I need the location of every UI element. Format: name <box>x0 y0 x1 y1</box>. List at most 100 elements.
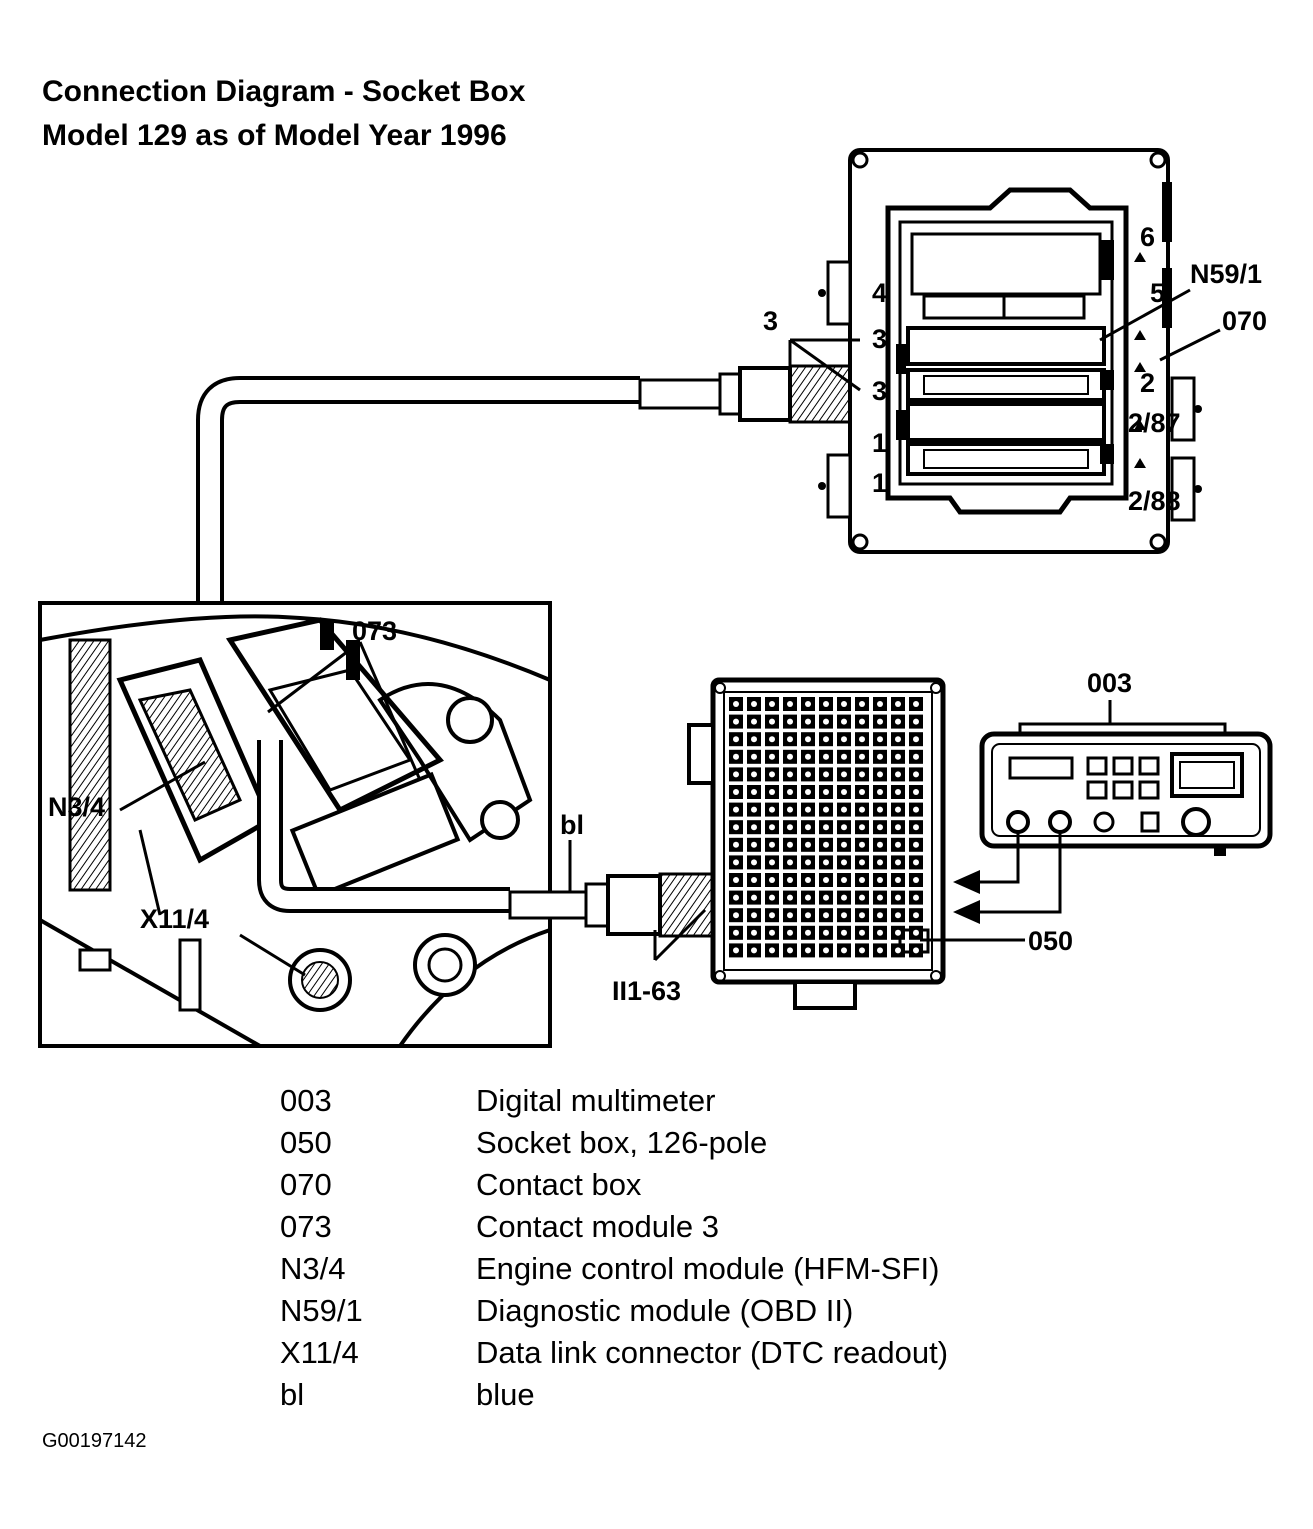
socket-pin-hole <box>877 859 883 866</box>
socket-pin-hole <box>769 806 775 813</box>
socket-pin-hole <box>913 894 919 901</box>
socket-box-050 <box>687 677 946 1010</box>
socket-pin-hole <box>913 753 919 760</box>
socket-pin-hole <box>823 771 829 778</box>
callout-073: 073 <box>352 616 397 646</box>
socket-pin-hole <box>823 753 829 760</box>
socket-pin-hole <box>733 753 739 760</box>
legend-code: N59/1 <box>280 1293 363 1328</box>
legend-code: 073 <box>280 1209 332 1244</box>
socket-pin-hole <box>787 877 793 883</box>
socket-pin-hole <box>841 894 847 901</box>
pin-mark-6: 6 <box>1140 222 1155 252</box>
socket-pin-hole <box>769 701 775 707</box>
socket-pin-hole <box>733 789 739 795</box>
legend-code: N3/4 <box>280 1251 346 1286</box>
socket-pin-hole <box>787 753 793 760</box>
pin-mark-3a: 3 <box>872 324 887 354</box>
socket-pin-hole <box>859 894 865 901</box>
socket-pin-hole <box>913 824 919 831</box>
socket-pin-hole <box>751 718 757 725</box>
title-line-2: Model 129 as of Model Year 1996 <box>42 119 507 152</box>
socket-pin-hole <box>841 753 847 760</box>
pin-mark-2: 2 <box>1140 368 1155 398</box>
socket-pin-hole <box>733 859 739 866</box>
socket-pin-hole <box>859 947 865 954</box>
socket-pin-hole <box>859 771 865 778</box>
socket-pin-hole <box>913 912 919 919</box>
socket-pin-hole <box>751 859 757 866</box>
socket-pin-hole <box>895 877 901 883</box>
title-line-1: Connection Diagram - Socket Box <box>42 75 526 108</box>
socket-pin-hole <box>859 806 865 813</box>
socket-pin-hole <box>841 859 847 866</box>
socket-pin-hole <box>823 701 829 707</box>
socket-pin-hole <box>895 929 901 936</box>
socket-pin-hole <box>769 718 775 725</box>
legend-code: 050 <box>280 1125 332 1160</box>
socket-pin-hole <box>733 806 739 813</box>
socket-pin-hole <box>805 877 811 883</box>
callout-070: 070 <box>1222 306 1267 336</box>
legend-code: bl <box>280 1377 305 1412</box>
callout-n3-4: N3/4 <box>48 792 105 822</box>
socket-pin-hole <box>733 771 739 778</box>
socket-pin-hole <box>841 806 847 813</box>
socket-pin-hole <box>823 859 829 866</box>
socket-pin-hole <box>823 894 829 901</box>
socket-pin-hole <box>877 947 883 954</box>
socket-pin-hole <box>805 701 811 707</box>
socket-pin-hole <box>895 912 901 919</box>
socket-pin-hole <box>913 701 919 707</box>
socket-pin-hole <box>751 736 757 743</box>
socket-pin-hole <box>769 841 775 848</box>
socket-pin-hole <box>733 894 739 901</box>
socket-pin-hole <box>823 841 829 848</box>
callout-003: 003 <box>1087 668 1132 698</box>
socket-pin-hole <box>895 841 901 848</box>
socket-pin-hole <box>769 824 775 831</box>
socket-pin-hole <box>859 877 865 883</box>
socket-pin-hole <box>913 806 919 813</box>
socket-pin-hole <box>895 718 901 725</box>
socket-pin-hole <box>823 718 829 725</box>
socket-pin-hole <box>859 736 865 743</box>
socket-pin-hole <box>751 771 757 778</box>
socket-pin-hole <box>769 771 775 778</box>
socket-pin-hole <box>913 841 919 848</box>
socket-pin-hole <box>913 736 919 743</box>
pin-mark-2-87: 2/87 <box>1128 408 1181 438</box>
socket-pin-hole <box>913 877 919 883</box>
pin-mark-3b: 3 <box>872 376 887 406</box>
socket-pin-hole <box>877 894 883 901</box>
legend-code: 070 <box>280 1167 332 1202</box>
socket-pin-hole <box>805 929 811 936</box>
socket-pin-hole <box>787 806 793 813</box>
socket-pin-hole <box>787 789 793 795</box>
socket-pin-hole <box>787 718 793 725</box>
socket-pin-hole <box>805 806 811 813</box>
socket-pin-hole <box>733 824 739 831</box>
callout-range: II1-63 <box>612 976 681 1006</box>
socket-pin-hole <box>805 912 811 919</box>
socket-pin-hole <box>787 824 793 831</box>
socket-pin-hole <box>805 859 811 866</box>
socket-pin-hole <box>895 736 901 743</box>
socket-pin-hole <box>769 929 775 936</box>
digital-multimeter-003 <box>979 722 1273 856</box>
engine-compartment-view <box>38 601 552 1048</box>
socket-pin-hole <box>751 701 757 707</box>
socket-pin-hole <box>895 806 901 813</box>
socket-pin-hole <box>895 894 901 901</box>
socket-pin-hole <box>769 753 775 760</box>
test-cable <box>196 364 852 662</box>
socket-pin-hole <box>841 789 847 795</box>
socket-pin-hole <box>841 736 847 743</box>
socket-pin-hole <box>913 789 919 795</box>
socket-pin-hole <box>823 806 829 813</box>
socket-pin-hole <box>805 789 811 795</box>
socket-pin-hole <box>913 859 919 866</box>
socket-pin-hole <box>787 701 793 707</box>
socket-pin-hole <box>787 929 793 936</box>
